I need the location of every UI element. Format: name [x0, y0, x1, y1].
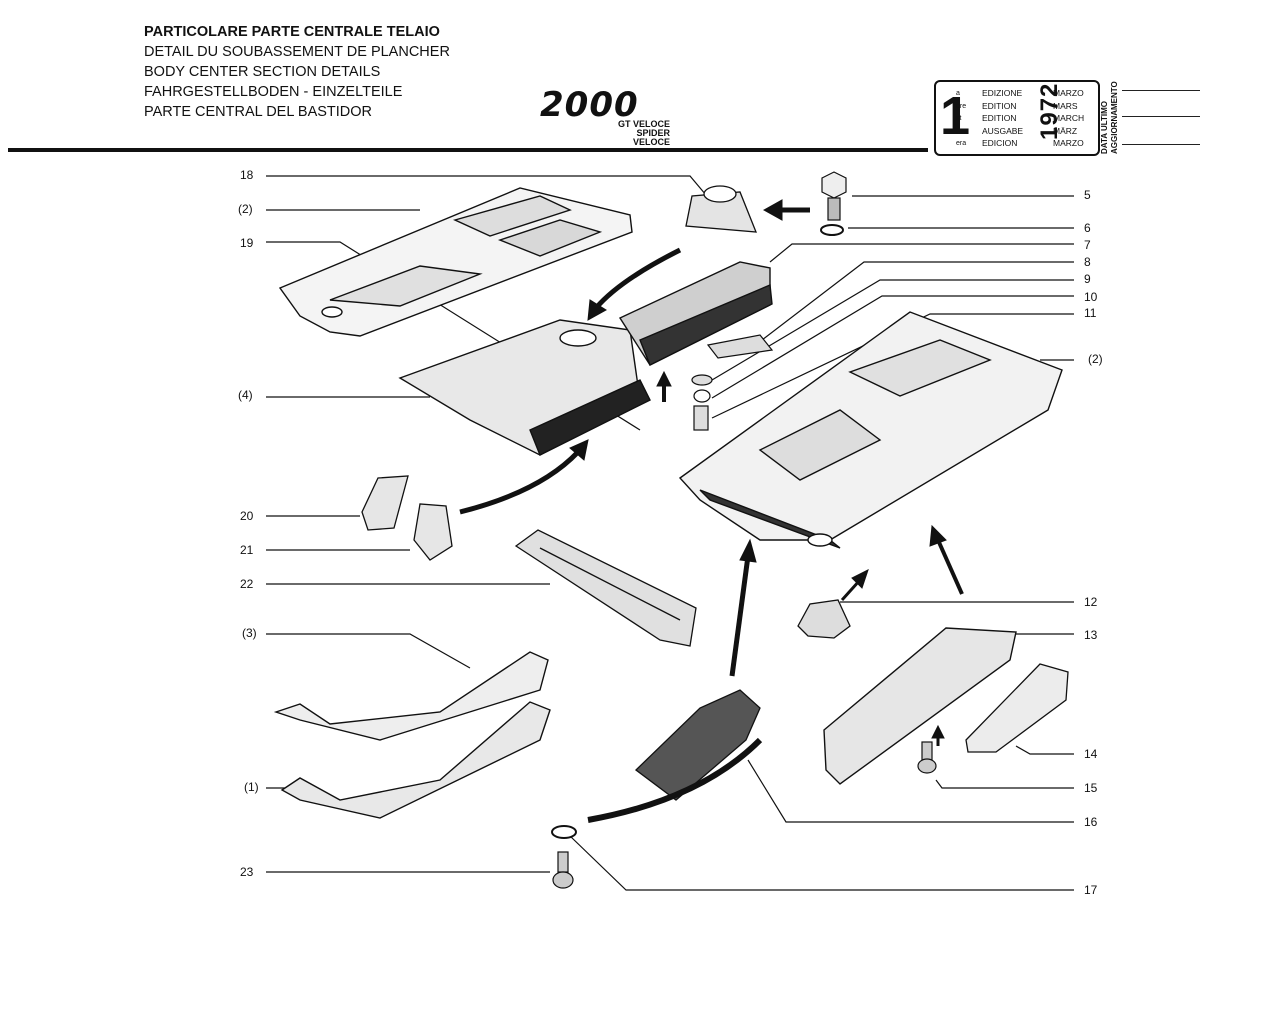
bolt-5 [821, 171, 847, 221]
callout-1: (1) [244, 780, 259, 794]
side-rail-13 [823, 627, 1017, 785]
callout-14: 14 [1084, 747, 1098, 761]
edition-words: EDIZIONE EDITION EDITION AUSGABE EDICION [982, 87, 1023, 150]
bracket-12 [797, 599, 851, 639]
update-line-1 [1122, 90, 1200, 91]
month-es: MARZO [1053, 138, 1084, 149]
leader-10 [711, 295, 1074, 399]
update-line-3 [1122, 144, 1200, 145]
channel-22 [514, 529, 697, 647]
model-line-gt: GT VELOCE [617, 119, 670, 129]
screw-23 [552, 851, 574, 889]
leader-14 [1015, 745, 1074, 755]
month-en: MARCH [1053, 113, 1085, 124]
insulation-16 [635, 689, 761, 801]
callout-2-left: (2) [238, 202, 253, 216]
leader-11 [711, 313, 1074, 419]
edition-suffixes: a ere st . era [956, 88, 966, 151]
callout-19: 19 [240, 236, 254, 250]
callout-5: 5 [1084, 188, 1091, 202]
callout-7: 7 [1084, 238, 1091, 252]
header-rule [8, 148, 928, 152]
suffix-es: era [956, 140, 967, 148]
screw-15 [917, 741, 937, 774]
edition-number: 1 [940, 86, 971, 146]
callout-12: 12 [1084, 595, 1098, 609]
sill-3 [273, 651, 549, 741]
callout-22: 22 [240, 577, 254, 591]
model-logo: 2000 GT VELOCE SPIDER VELOCE [540, 85, 670, 147]
edition-months: MARZO MARS MARCH MÄRZ MARZO [1053, 87, 1084, 150]
fasteners-8-11 [691, 334, 774, 431]
floor-panel-right [678, 311, 1063, 549]
month-it: MARZO [1053, 88, 1084, 98]
title-german: FAHRGESTELLBODEN - EINZELTEILE [144, 84, 403, 100]
callout-21: 21 [240, 543, 254, 557]
title-italian: PARTICOLARE PARTE CENTRALE TELAIO [144, 24, 440, 40]
clip-20 [361, 475, 409, 531]
suffix-de: . [956, 127, 958, 135]
word-de: AUSGABE [982, 125, 1024, 136]
callout-8: 8 [1084, 255, 1091, 269]
word-fr: EDITION [982, 100, 1017, 111]
edition-box: 1 a ere st . era EDIZIONE EDITION EDITIO… [934, 80, 1100, 156]
callout-20: 20 [240, 509, 254, 523]
callout-18: 18 [240, 168, 254, 182]
title-block: PARTICOLARE PARTE CENTRALE TELAIO DETAIL… [144, 22, 450, 122]
suffix-it: a [956, 90, 960, 97]
sill-1 [280, 701, 551, 819]
assembly-arrows [459, 199, 964, 823]
leader-18 [266, 175, 707, 196]
callout-4: (4) [238, 388, 253, 402]
leader-16 [747, 759, 1074, 823]
washer-17 [551, 825, 577, 839]
suffix-en: st [956, 115, 962, 123]
model-lines: GT VELOCE SPIDER VELOCE [600, 120, 670, 147]
callout-3: (3) [242, 626, 257, 640]
title-spanish: PARTE CENTRAL DEL BASTIDOR [144, 104, 373, 120]
title-english: BODY CENTER SECTION DETAILS [144, 64, 381, 80]
callout-17: 17 [1084, 883, 1098, 897]
callout-10: 10 [1084, 290, 1098, 304]
cover-14 [965, 663, 1069, 753]
callout-23: 23 [240, 865, 254, 879]
callout-11: 11 [1084, 306, 1097, 320]
leader-3 [266, 633, 471, 669]
washer-6 [820, 224, 844, 236]
callout-16: 16 [1084, 815, 1098, 829]
suffix-fr: ere [956, 102, 967, 110]
clip-21 [413, 503, 453, 561]
leader-8 [761, 261, 1074, 341]
leader-7 [769, 243, 1074, 263]
leader-15 [935, 779, 1074, 789]
leader-17 [569, 835, 1074, 891]
month-fr: MARS [1053, 100, 1078, 111]
logo-2000: 2000 [540, 85, 639, 125]
title-french: DETAIL DU SOUBASSEMENT DE PLANCHER [144, 44, 450, 60]
callout-13: 13 [1084, 628, 1098, 642]
callout-15: 15 [1084, 781, 1098, 795]
update-line-2 [1122, 116, 1200, 117]
callout-2-right: (2) [1088, 352, 1103, 366]
callout-9: 9 [1084, 272, 1091, 286]
word-en: EDITION [982, 113, 1017, 124]
bracket-18 [685, 185, 757, 233]
floor-panel-left [278, 187, 633, 337]
month-de: MÄRZ [1053, 125, 1078, 136]
center-tunnel [398, 261, 773, 456]
word-it: EDIZIONE [982, 88, 1023, 98]
callout-6: 6 [1084, 221, 1091, 235]
model-line-spider: SPIDER VELOCE [632, 128, 670, 147]
word-es: EDICION [982, 138, 1018, 149]
